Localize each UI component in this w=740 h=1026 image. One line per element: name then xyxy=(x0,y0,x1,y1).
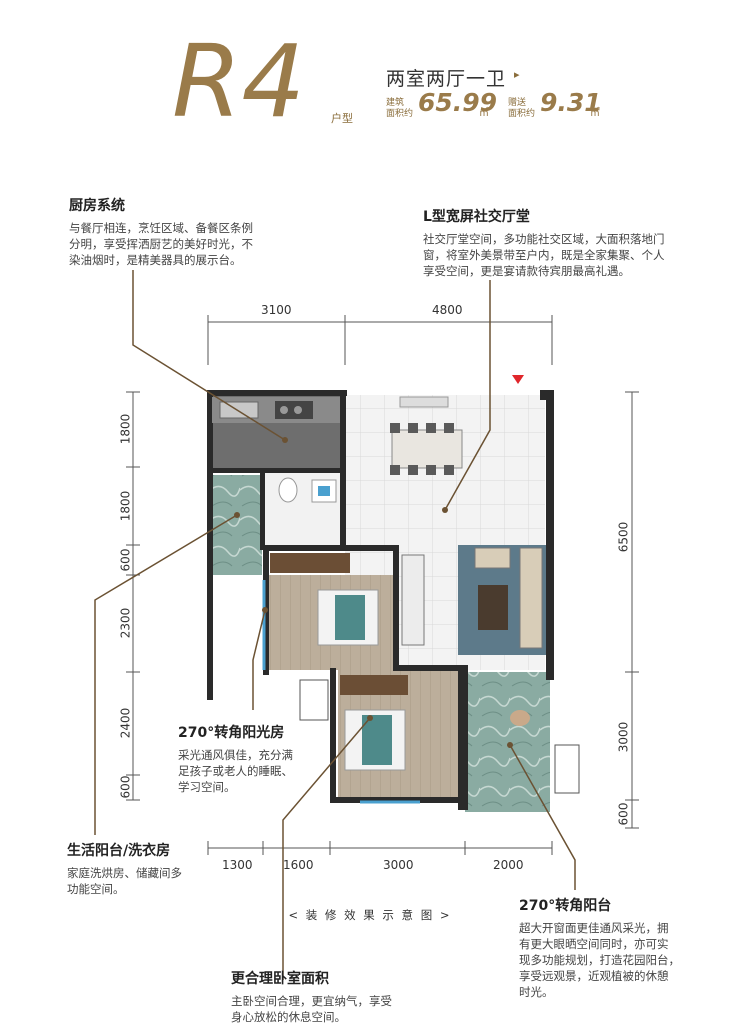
sideboard xyxy=(399,396,449,408)
logo-text: R4 xyxy=(172,23,305,130)
kitchen-annotation: 厨房系统 与餐厅相连，烹饪区域、备餐区条例 分明，享受挥洒厨艺的美好时光，不 染… xyxy=(69,195,289,268)
armchair xyxy=(474,547,511,569)
utility-desc: 家庭洗烘房、储藏间多 功能空间。 xyxy=(67,866,182,896)
built-area-unit: ㎡ xyxy=(479,108,489,119)
toilet xyxy=(278,477,298,503)
arrow-mark: ▸ xyxy=(514,68,520,81)
living-desc: 社交厅堂空间，多功能社交区域，大面积落地门 窗，将室外美景带至户内，既是全家集聚… xyxy=(423,232,665,278)
dim-right-2: 3000 xyxy=(616,721,631,753)
gift-area-value: 9.31 xyxy=(540,88,602,117)
dim-top-2: 4800 xyxy=(432,303,463,317)
dim-left-4: 2300 xyxy=(118,607,133,639)
living-title: L型宽屏社交厅堂 xyxy=(423,209,530,225)
gift-area-label: 赠送面积约 xyxy=(508,98,536,119)
tv-wall xyxy=(401,554,425,646)
sunroom-annotation: 270°转角阳光房 采光通风俱佳，充分满 足孩子或老人的睡眠、 学习空间。 xyxy=(178,722,328,795)
dim-top-1: 3100 xyxy=(261,303,292,317)
dim-right-3: 600 xyxy=(616,802,631,826)
master-desc: 主卧空间合理，更宜纳气，享受 身心放松的休息空间。 xyxy=(231,994,392,1024)
r4-logo: R4 xyxy=(172,23,305,130)
gift-area-unit: ㎡ xyxy=(590,108,600,119)
sunroom-desc: 采光通风俱佳，充分满 足孩子或老人的睡眠、 学习空间。 xyxy=(178,748,293,794)
utility-annotation: 生活阳台/洗衣房 家庭洗烘房、储藏间多 功能空间。 xyxy=(67,840,217,897)
sunroom-title: 270°转角阳光房 xyxy=(178,725,285,741)
living-annotation: L型宽屏社交厅堂 社交厅堂空间，多功能社交区域，大面积落地门 窗，将室外美景带至… xyxy=(423,206,693,279)
built-area-label: 建筑面积约 xyxy=(386,98,414,119)
balcony-chair xyxy=(510,710,530,726)
dim-bottom-4: 2000 xyxy=(493,858,524,872)
dim-left-2: 1800 xyxy=(118,490,133,522)
ac-unit-left xyxy=(299,679,329,721)
balcony-desc: 超大开窗面更佳通风采光，拥 有更大眼晒空间同时，亦可实 现多功能规划，打造花园阳… xyxy=(519,921,680,999)
entry-marker xyxy=(512,375,524,384)
dim-bottom-2: 1600 xyxy=(283,858,314,872)
wardrobe-master xyxy=(340,675,408,695)
caption: < 装 修 效 果 示 意 图 > xyxy=(288,908,452,922)
balcony-title: 270°转角阳台 xyxy=(519,898,612,914)
corner-balcony-floor xyxy=(465,672,550,812)
dim-bottom-1: 1300 xyxy=(222,858,253,872)
dining-table xyxy=(391,429,463,469)
dim-left-5: 2400 xyxy=(118,707,133,739)
wardrobe-2 xyxy=(270,553,350,573)
sofa xyxy=(519,547,543,649)
sink xyxy=(219,401,259,419)
master-title: 更合理卧室面积 xyxy=(231,971,329,987)
utility-title: 生活阳台/洗衣房 xyxy=(67,843,171,859)
ac-unit-right xyxy=(554,744,580,794)
coffee-table xyxy=(478,585,508,630)
master-annotation: 更合理卧室面积 主卧空间合理，更宜纳气，享受 身心放松的休息空间。 xyxy=(231,968,431,1025)
balcony-annotation: 270°转角阳台 超大开窗面更佳通风采光，拥 有更大眼晒空间同时，亦可实 现多功… xyxy=(519,895,719,1000)
dim-right-1: 6500 xyxy=(616,521,631,553)
dim-bottom-3: 3000 xyxy=(383,858,414,872)
dim-left-6: 600 xyxy=(118,775,133,799)
dim-left-3: 600 xyxy=(118,548,133,572)
dim-left-1: 1800 xyxy=(118,413,133,445)
kitchen-desc: 与餐厅相连，烹饪区域、备餐区条例 分明，享受挥洒厨艺的美好时光，不 染油烟时，是… xyxy=(69,221,253,267)
kitchen-title: 厨房系统 xyxy=(69,198,125,214)
huxing-label: 户型 xyxy=(331,112,353,125)
layout-type: 两室两厅一卫 xyxy=(386,68,507,90)
built-area-value: 65.99 xyxy=(418,88,498,117)
